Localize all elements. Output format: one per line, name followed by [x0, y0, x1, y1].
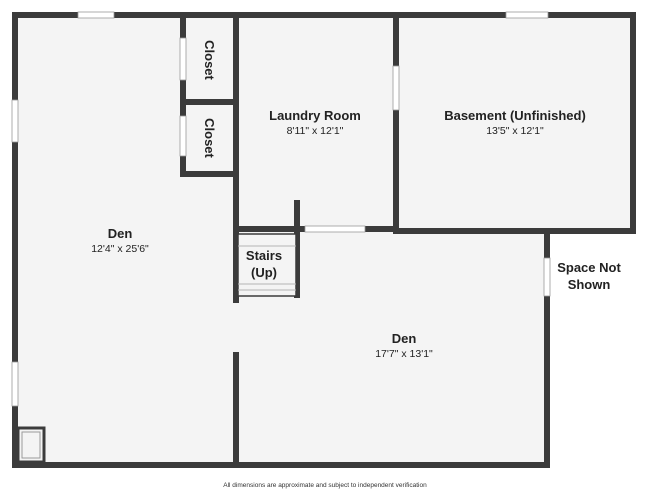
door-closet-upper: [179, 37, 187, 81]
basement-name: Basement (Unfinished): [444, 108, 586, 123]
basement-dims: 13'5" x 12'1": [486, 125, 544, 137]
den-left-name: Den: [108, 226, 133, 241]
door-closet-lower: [179, 115, 187, 157]
closet-lower-name: Closet: [202, 118, 217, 158]
laundry-room-name: Laundry Room: [269, 108, 361, 123]
door-space-not-shown: [543, 257, 551, 297]
walls: [12, 12, 636, 468]
openings: [11, 11, 551, 407]
door-laundry-basement: [392, 65, 400, 111]
space-not-shown-line2: Shown: [568, 277, 611, 292]
window-top-right: [505, 11, 549, 19]
window-top-left: [77, 11, 115, 19]
laundry-room-dims: 8'11" x 12'1": [287, 125, 344, 137]
door-laundry-den: [304, 225, 366, 233]
closet-upper-name: Closet: [202, 40, 217, 80]
window-left-lower: [11, 361, 19, 407]
space-not-shown-line1: Space Not: [557, 260, 621, 275]
den-left-dims: 12'4" x 25'6": [91, 243, 149, 255]
stairs: [237, 233, 297, 297]
den-lower-name: Den: [392, 331, 417, 346]
stairs-label-line1: Stairs: [246, 248, 282, 263]
stairs-label-line2: (Up): [251, 265, 277, 280]
den-lower-dims: 17'7" x 13'1": [375, 348, 433, 360]
utility-box: [16, 426, 46, 464]
window-left-upper: [11, 99, 19, 143]
disclaimer-footnote: All dimensions are approximate and subje…: [223, 482, 427, 489]
